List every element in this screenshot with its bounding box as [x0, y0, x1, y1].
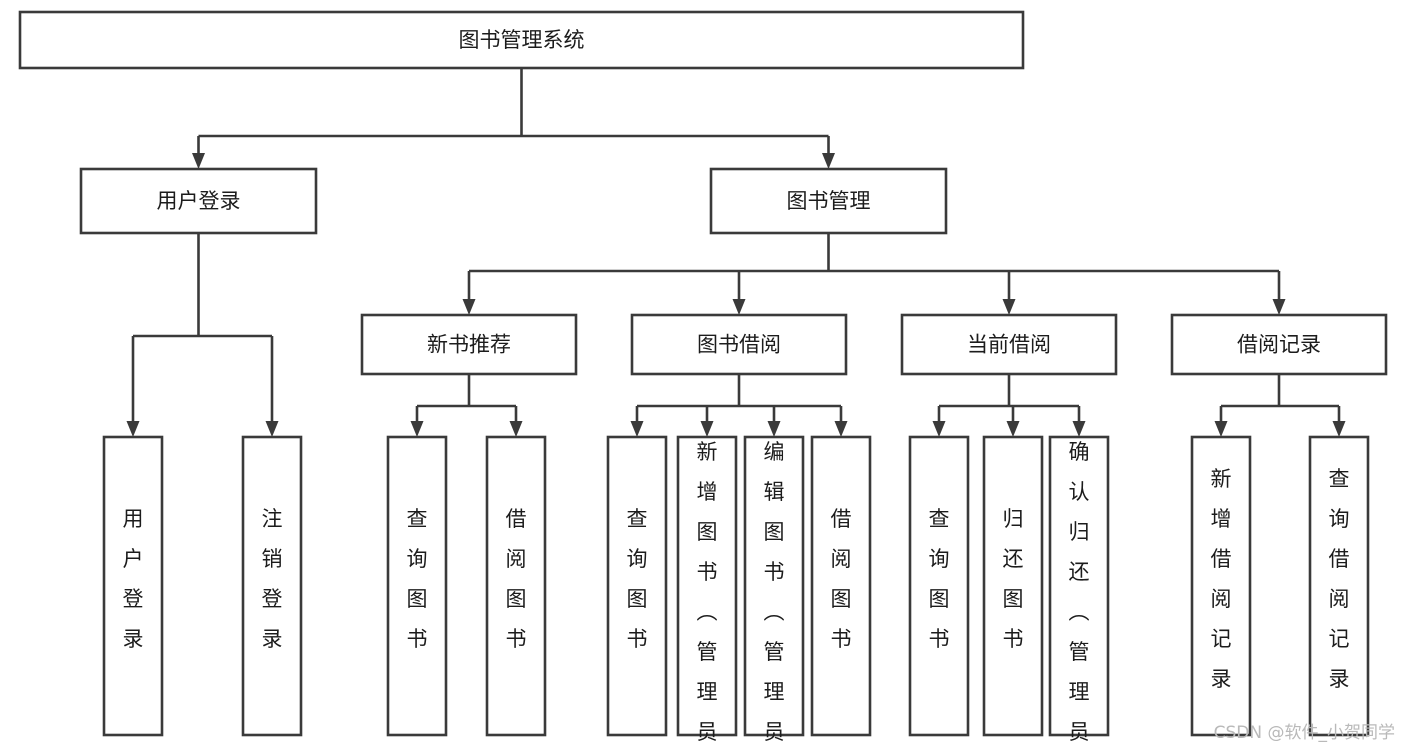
node-label-vertical: 借阅图书	[831, 507, 852, 651]
node-label-vertical: 查询图书	[407, 507, 428, 651]
node-leaf-confirm-return[interactable]: 确认归还︵管理员︶	[1048, 435, 1110, 747]
node-label: 图书管理系统	[459, 28, 585, 52]
node-root-root[interactable]: 图书管理系统	[18, 10, 1025, 70]
node-label-vertical: 查询图书	[627, 507, 648, 651]
node-label-vertical: 新增借阅记录	[1211, 467, 1232, 691]
node-label-vertical: 借阅图书	[506, 507, 527, 651]
node-label: 图书借阅	[697, 333, 781, 357]
node-book-management[interactable]: 图书管理	[709, 167, 948, 235]
node-leaf-query-book-bor[interactable]: 查询图书	[606, 435, 668, 737]
node-layer: 图书管理系统用户登录图书管理新书推荐图书借阅当前借阅借阅记录用户登录注销登录查询…	[18, 10, 1388, 747]
node-user-login[interactable]: 用户登录	[79, 167, 318, 235]
connector-layer	[126, 68, 1346, 437]
node-label-vertical: 新增图书︵管理员︶	[697, 440, 718, 747]
node-leaf-query-record[interactable]: 查询借阅记录	[1308, 435, 1370, 737]
node-label: 当前借阅	[967, 333, 1051, 357]
node-leaf-query-book-new[interactable]: 查询图书	[386, 435, 448, 737]
node-label-vertical: 确认归还︵管理员︶	[1069, 440, 1090, 747]
node-leaf-user-login[interactable]: 用户登录	[102, 435, 164, 737]
node-label-vertical: 查询借阅记录	[1329, 467, 1350, 691]
node-leaf-add-record[interactable]: 新增借阅记录	[1190, 435, 1252, 737]
node-label-vertical: 编辑图书︵管理员︶	[764, 440, 785, 747]
node-leaf-edit-book[interactable]: 编辑图书︵管理员︶	[743, 435, 805, 747]
node-new-book-recommend[interactable]: 新书推荐	[360, 313, 578, 376]
node-label-vertical: 查询图书	[929, 507, 950, 651]
node-borrow-record[interactable]: 借阅记录	[1170, 313, 1388, 376]
node-leaf-logout-login[interactable]: 注销登录	[241, 435, 303, 737]
node-leaf-borrow-book-new[interactable]: 借阅图书	[485, 435, 547, 737]
node-leaf-return-book[interactable]: 归还图书	[982, 435, 1044, 737]
node-current-borrow[interactable]: 当前借阅	[900, 313, 1118, 376]
node-label: 新书推荐	[427, 333, 511, 357]
node-label: 图书管理	[787, 189, 871, 213]
watermark-text: CSDN @软件_小贺同学	[1213, 723, 1395, 743]
node-leaf-query-book-cur[interactable]: 查询图书	[908, 435, 970, 737]
node-label: 借阅记录	[1237, 333, 1321, 357]
node-label-vertical: 注销登录	[262, 507, 283, 651]
node-label-vertical: 用户登录	[123, 507, 144, 651]
node-leaf-add-book[interactable]: 新增图书︵管理员︶	[676, 435, 738, 747]
node-label: 用户登录	[157, 189, 241, 213]
node-leaf-borrow-book-bor[interactable]: 借阅图书	[810, 435, 872, 737]
node-book-borrow[interactable]: 图书借阅	[630, 313, 848, 376]
node-label-vertical: 归还图书	[1003, 507, 1024, 651]
